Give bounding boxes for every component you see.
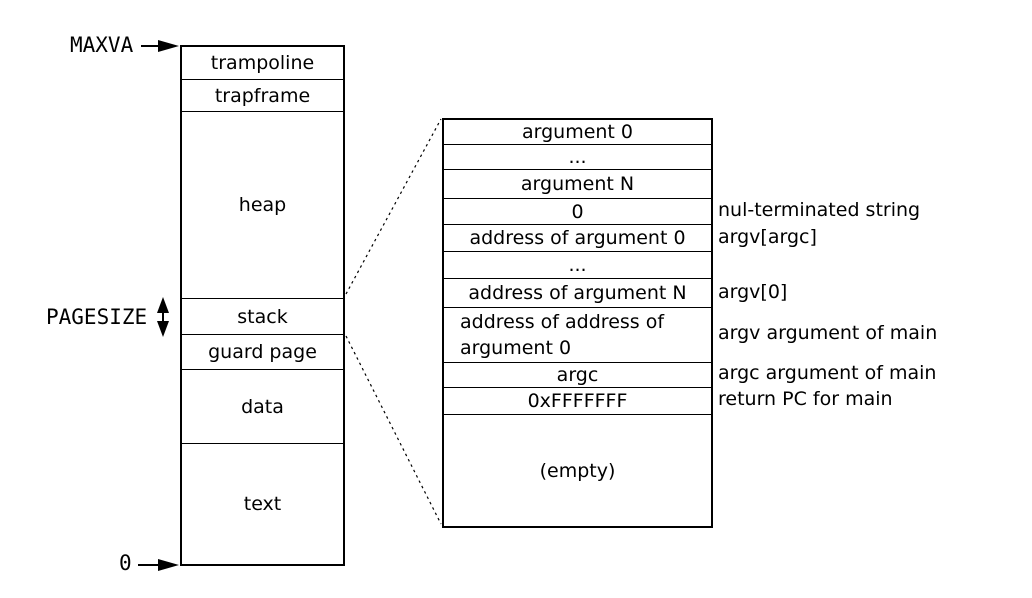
- memory-section-data: data: [182, 370, 343, 444]
- zero-arrow-icon: [138, 559, 179, 571]
- memory-section-stack: stack: [182, 299, 343, 335]
- dashed-connector-top: [345, 118, 442, 295]
- stack-cell-address-of-argument-0: address of argument 0: [444, 225, 711, 252]
- annotation-argc-argument-of-main: argc argument of main: [718, 362, 937, 384]
- memory-section-text: text: [243, 493, 282, 515]
- maxva-arrow-icon: [141, 40, 179, 52]
- stack-cell-return-pc: 0xFFFFFFF: [444, 388, 711, 415]
- annotation-nul-terminated-string: nul-terminated string: [718, 199, 921, 221]
- zero-label: 0: [119, 551, 132, 575]
- annotation-argv-0: argv[0]: [718, 281, 788, 303]
- stack-cell-argc: argc: [444, 363, 711, 388]
- memory-section-heap: heap: [182, 112, 343, 299]
- stack-cell-zero: 0: [444, 199, 711, 225]
- dashed-connector-bottom: [345, 335, 442, 525]
- stack-cell-ellipsis-addresses: ...: [444, 252, 711, 279]
- process-address-space-box: trampoline trapframe heap stack guard pa…: [180, 45, 345, 566]
- annotation-argv-argc: argv[argc]: [718, 226, 817, 248]
- stack-cell-ellipsis-args: ...: [444, 145, 711, 170]
- pagesize-label: PAGESIZE: [46, 305, 148, 329]
- stack-cell-empty: (empty): [539, 459, 616, 482]
- stack-cell-address-of-argument-n: address of argument N: [444, 279, 711, 308]
- stack-cell-argument-0: argument 0: [444, 120, 711, 145]
- maxva-label: MAXVA: [70, 33, 134, 57]
- annotation-argv-argument-of-main: argv argument of main: [718, 322, 938, 344]
- pagesize-double-arrow-icon: [157, 297, 169, 337]
- memory-section-trapframe: trapframe: [182, 80, 343, 112]
- expanded-stack-box: argument 0 ... argument N 0 address of a…: [442, 118, 713, 528]
- annotation-return-pc-for-main: return PC for main: [718, 388, 893, 410]
- stack-cell-address-of-address: address of address of argument 0: [444, 308, 711, 363]
- memory-section-guard-page: guard page: [182, 335, 343, 370]
- stack-cell-argument-n: argument N: [444, 170, 711, 199]
- memory-section-trampoline: trampoline: [182, 47, 343, 80]
